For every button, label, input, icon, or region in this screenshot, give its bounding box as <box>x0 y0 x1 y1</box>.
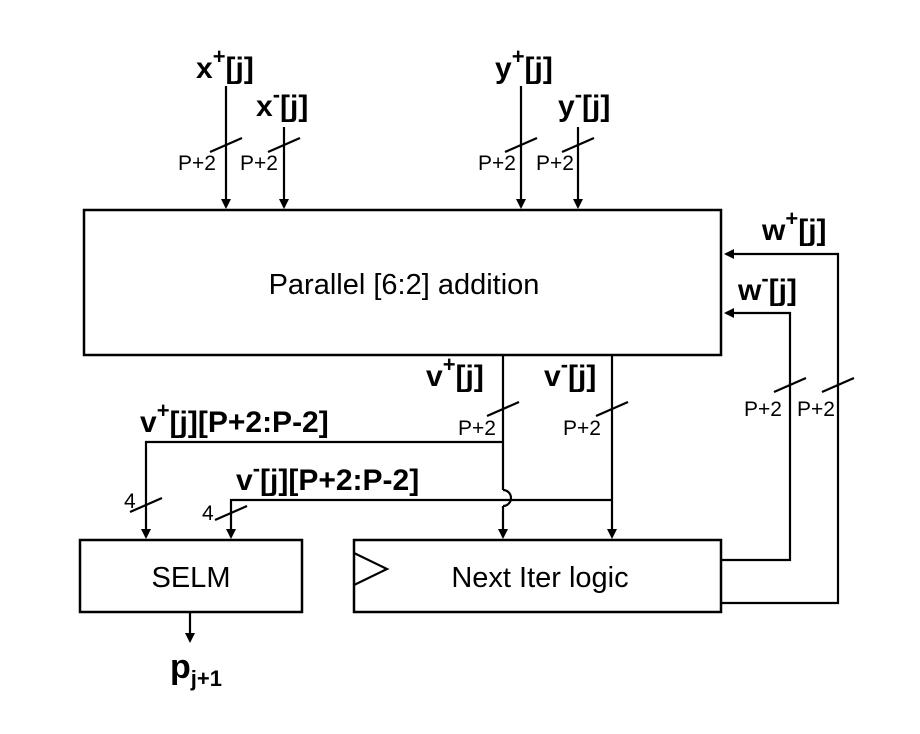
w-plus-bus-slash <box>821 376 855 394</box>
x-minus-width: P+2 <box>240 152 278 175</box>
w-minus-label: w-[j] <box>737 266 797 307</box>
y-minus-width: P+2 <box>536 152 574 175</box>
v-plus-label: v+[j] <box>426 352 484 393</box>
y-minus-bus-slash <box>561 136 595 154</box>
v-plus-width: P+2 <box>458 417 496 440</box>
parallel-adder-rect <box>82 208 723 357</box>
x-minus-bus-slash <box>267 136 301 154</box>
w-minus-bus-slash <box>773 376 807 394</box>
selm-rect <box>78 538 304 614</box>
clock-triangle-icon <box>353 552 390 586</box>
w-plus-width: P+2 <box>797 398 835 421</box>
y-plus-bus-slash <box>504 136 538 154</box>
w-minus-width: P+2 <box>744 398 782 421</box>
v-minus-bus-slash <box>595 400 629 418</box>
v-plus-slice-label: v+[j][P+2:P-2] <box>140 398 329 439</box>
next-iter-block: Next Iter logic <box>352 538 723 614</box>
selm-in-minus-width: 4 <box>202 502 214 525</box>
y-plus-label: y+[j] <box>495 44 553 85</box>
x-plus-bus-slash <box>209 136 243 154</box>
v-minus-slice-wire <box>226 498 612 539</box>
v-minus-label: v-[j] <box>544 352 596 393</box>
parallel-adder-block: Parallel [6:2] addition <box>82 208 723 357</box>
selm-in-plus-width: 4 <box>124 490 136 513</box>
selm-label: SELM <box>152 562 231 594</box>
v-plus-bus-slash <box>486 400 520 418</box>
y-plus-width: P+2 <box>478 152 516 175</box>
w-minus-feedback-wire <box>721 308 792 562</box>
v-minus-slice-label: v-[j][P+2:P-2] <box>236 456 419 497</box>
x-plus-width: P+2 <box>178 152 216 175</box>
parallel-adder-label: Parallel [6:2] addition <box>269 269 540 301</box>
y-minus-label: y-[j] <box>558 82 610 123</box>
selm-in-minus-bus-slash <box>214 504 248 522</box>
x-minus-label: x-[j] <box>256 82 308 123</box>
wire-crossover-hop <box>502 488 513 508</box>
next-iter-label: Next Iter logic <box>451 562 628 594</box>
x-plus-label: x+[j] <box>196 44 254 85</box>
selm-in-plus-bus-slash <box>129 496 163 514</box>
selm-block: SELM <box>78 538 304 614</box>
w-plus-label: w+[j] <box>761 206 827 247</box>
w-plus-feedback-wire <box>721 249 840 605</box>
next-iter-rect <box>352 538 723 614</box>
p-output-label: pj+1 <box>170 648 222 691</box>
v-minus-width: P+2 <box>563 417 601 440</box>
